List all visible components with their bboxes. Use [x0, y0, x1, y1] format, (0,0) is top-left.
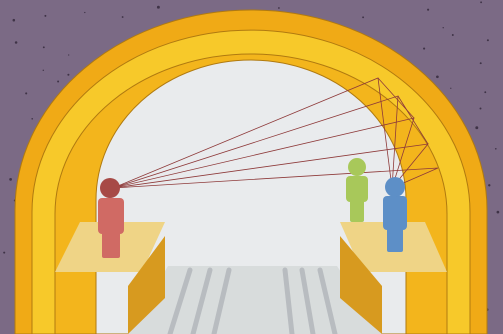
wall-speckle	[480, 108, 482, 110]
listener-green-legs	[350, 200, 364, 222]
wall-speckle	[475, 126, 478, 129]
wall-speckle	[484, 91, 486, 93]
listener-blue-body	[383, 196, 407, 230]
speaker-head	[100, 178, 120, 198]
wall-speckle	[43, 70, 44, 71]
listener-green-head	[348, 158, 366, 176]
wall-speckle	[480, 62, 482, 64]
wall-speckle	[436, 75, 439, 78]
wall-speckle	[44, 15, 46, 17]
wall-speckle	[15, 41, 18, 44]
wall-speckle	[68, 54, 69, 55]
wall-speckle	[487, 39, 489, 41]
wall-speckle	[423, 48, 425, 50]
wall-speckle	[67, 74, 69, 76]
wall-speckle	[13, 19, 16, 22]
wall-speckle	[157, 6, 160, 9]
wall-speckle	[3, 252, 5, 254]
wall-speckle	[278, 7, 280, 9]
wall-speckle	[497, 211, 500, 214]
listener-green-body	[346, 176, 368, 202]
wall-speckle	[9, 178, 12, 181]
wall-speckle	[25, 92, 27, 94]
wall-speckle	[122, 16, 124, 18]
wall-speckle	[43, 46, 45, 48]
speaker-legs	[102, 232, 120, 258]
wall-speckle	[31, 118, 33, 120]
wall-speckle	[495, 148, 497, 150]
listener-blue-legs	[387, 228, 403, 252]
wall-speckle	[480, 1, 482, 3]
listener-blue-head	[385, 177, 405, 197]
wall-speckle	[84, 12, 85, 13]
wall-speckle	[488, 184, 490, 186]
wall-speckle	[362, 16, 364, 18]
wall-speckle	[427, 9, 429, 11]
wall-speckle	[443, 27, 444, 28]
wall-speckle	[450, 88, 451, 89]
speaker-body	[98, 198, 124, 234]
wall-speckle	[452, 34, 454, 36]
wall-speckle	[57, 81, 59, 83]
